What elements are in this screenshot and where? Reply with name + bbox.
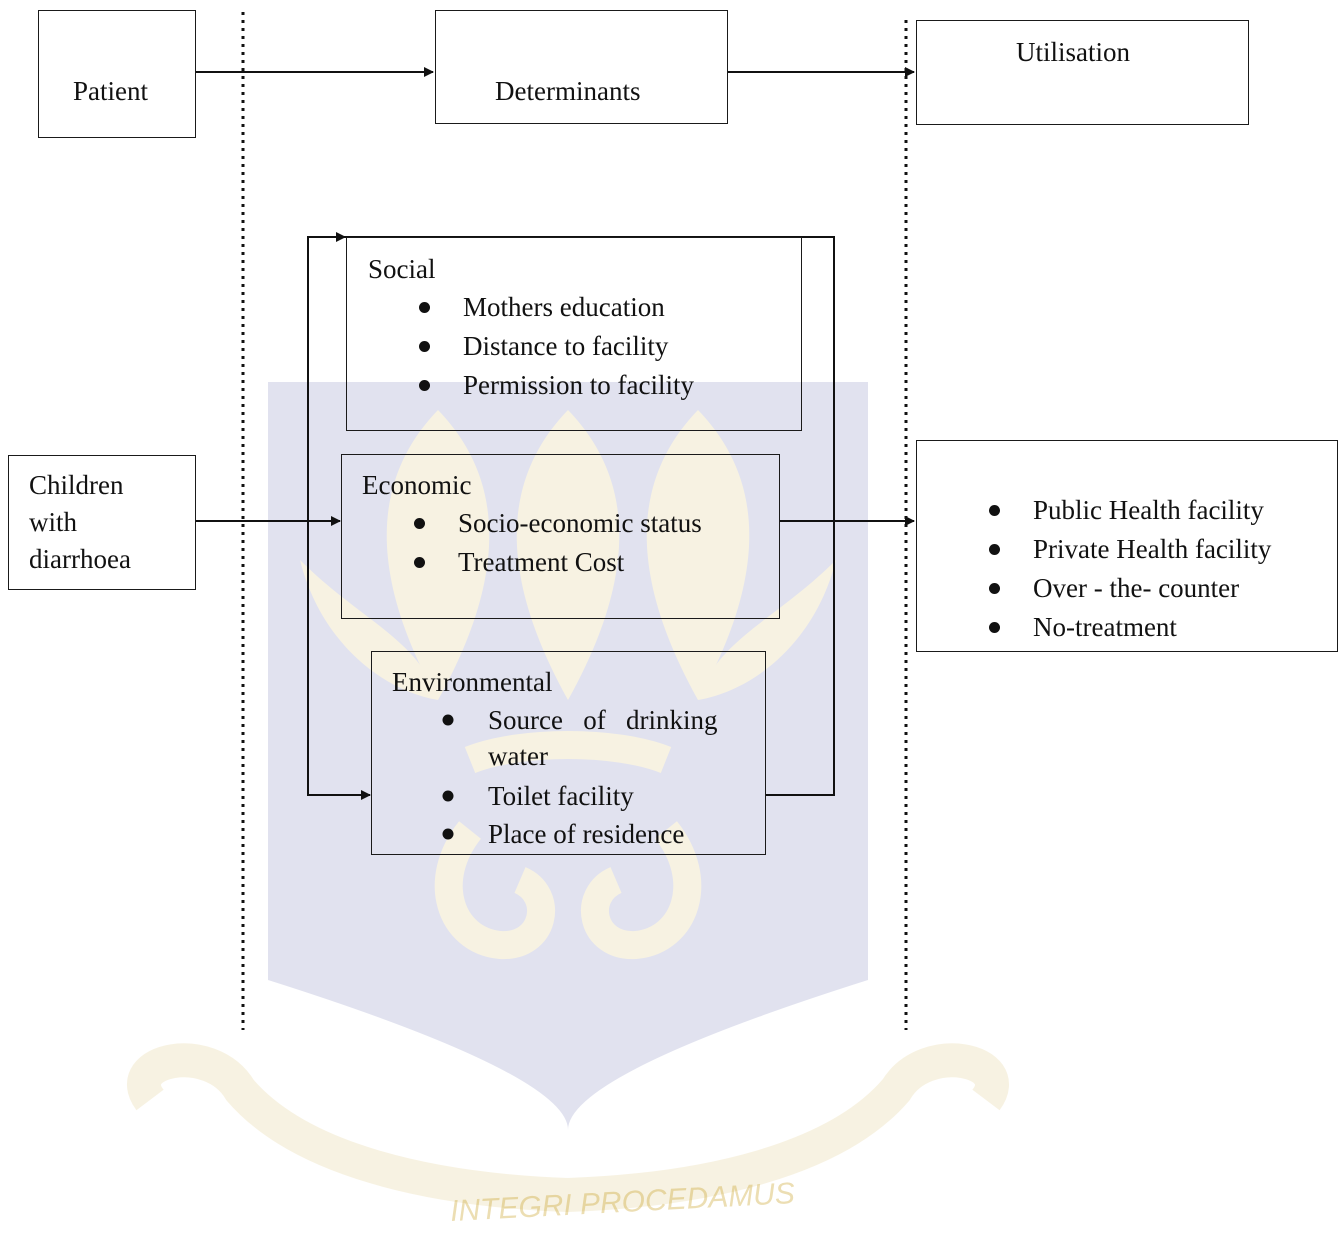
bullet-icon bbox=[442, 790, 454, 802]
social-item: Permission to facility bbox=[419, 366, 694, 405]
outcome-item: Over - the- counter bbox=[988, 569, 1271, 608]
environmental-box: Environmental Source of drinking water T… bbox=[371, 651, 766, 855]
outcome-item: Public Health facility bbox=[988, 491, 1271, 530]
utilisation-box: Utilisation bbox=[916, 20, 1249, 125]
outcome-item: Private Health facility bbox=[988, 530, 1271, 569]
outcomes-list: Public Health facility Private Health fa… bbox=[988, 491, 1271, 647]
feedback-left-loop-top bbox=[307, 232, 346, 521]
economic-box: Economic Socio-economic status Treatment… bbox=[341, 454, 780, 619]
social-item: Mothers education bbox=[419, 288, 694, 327]
social-box: Social Mothers education Distance to fac… bbox=[346, 237, 802, 431]
economic-list: Socio-economic status Treatment Cost bbox=[414, 504, 702, 582]
economic-item: Treatment Cost bbox=[414, 543, 702, 582]
environmental-item-water-line2: water bbox=[488, 741, 548, 771]
utilisation-label: Utilisation bbox=[1016, 37, 1130, 67]
social-title: Social bbox=[368, 254, 436, 284]
environmental-item-toilet: Toilet facility bbox=[488, 781, 634, 811]
social-list: Mothers education Distance to facility P… bbox=[419, 288, 694, 405]
crest-shield bbox=[268, 382, 868, 1130]
crest-scrolls bbox=[434, 731, 702, 959]
social-item: Distance to facility bbox=[419, 327, 694, 366]
environmental-item-residence: Place of residence bbox=[488, 819, 685, 849]
environmental-title: Environmental bbox=[392, 667, 553, 697]
determinants-box: Determinants bbox=[435, 10, 728, 124]
patient-label: Patient bbox=[73, 76, 148, 106]
economic-title: Economic bbox=[362, 470, 472, 500]
children-label-line2: with bbox=[29, 507, 78, 537]
bullet-icon bbox=[442, 714, 454, 726]
outcomes-box: Public Health facility Private Health fa… bbox=[916, 440, 1338, 652]
crest-leaves bbox=[300, 410, 836, 700]
feedback-left-loop-bottom bbox=[307, 521, 371, 800]
crest-ribbon bbox=[127, 1043, 1009, 1213]
economic-item: Socio-economic status bbox=[414, 504, 702, 543]
outcome-item: No-treatment bbox=[988, 608, 1271, 647]
children-with-diarrhoea-box: Children with diarrhoea bbox=[8, 455, 196, 590]
bullet-icon bbox=[442, 828, 454, 840]
children-label-line1: Children bbox=[29, 470, 124, 500]
environmental-item-water-line1: Source of drinking bbox=[488, 705, 718, 735]
determinants-label: Determinants bbox=[495, 76, 641, 106]
patient-box: Patient bbox=[38, 10, 196, 138]
children-label-line3: diarrhoea bbox=[29, 544, 131, 574]
